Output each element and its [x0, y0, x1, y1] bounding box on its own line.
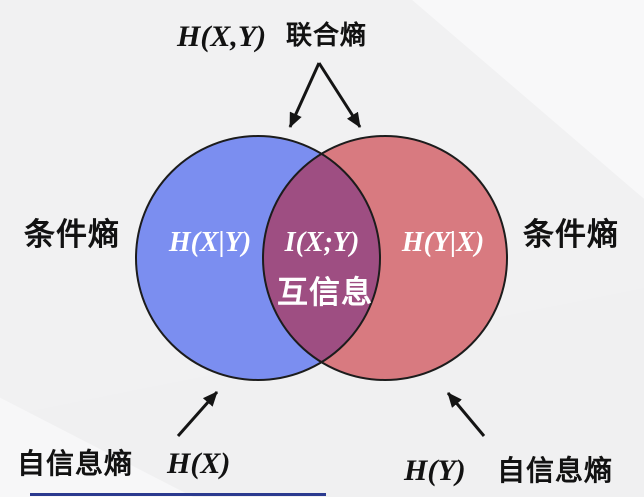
right-conditional-entropy-label: 条件熵: [523, 217, 619, 252]
bottom-left-self-entropy-formula: H(X): [166, 447, 230, 480]
right-circle-outline: [262, 135, 508, 381]
bottom-right-self-entropy-formula: H(Y): [403, 454, 466, 487]
arrow-title-to-right-circle-icon: [317, 62, 362, 128]
title-joint-entropy-formula: H(X,Y): [176, 20, 266, 53]
arrow-title-to-left-circle-icon: [288, 62, 321, 128]
mutual-information-label: 互信息: [277, 275, 373, 310]
intersection-region: [263, 136, 380, 380]
left-conditional-entropy-label: 条件熵: [24, 217, 120, 252]
bottom-accent-line: [30, 493, 326, 496]
bottom-left-self-entropy-label: 自信息熵: [17, 447, 133, 479]
left-circle-outline: [135, 135, 381, 381]
intersection-formula: I(X;Y): [284, 227, 360, 258]
bottom-right-self-entropy-label: 自信息熵: [497, 454, 613, 486]
left-circle-formula: H(X|Y): [168, 227, 251, 258]
arrow-hy-to-right-circle-icon: [446, 392, 486, 437]
arrow-hx-to-left-circle-icon: [176, 391, 219, 437]
right-circle-formula: H(Y|X): [401, 227, 484, 258]
title-joint-entropy-label: 联合熵: [286, 20, 367, 50]
